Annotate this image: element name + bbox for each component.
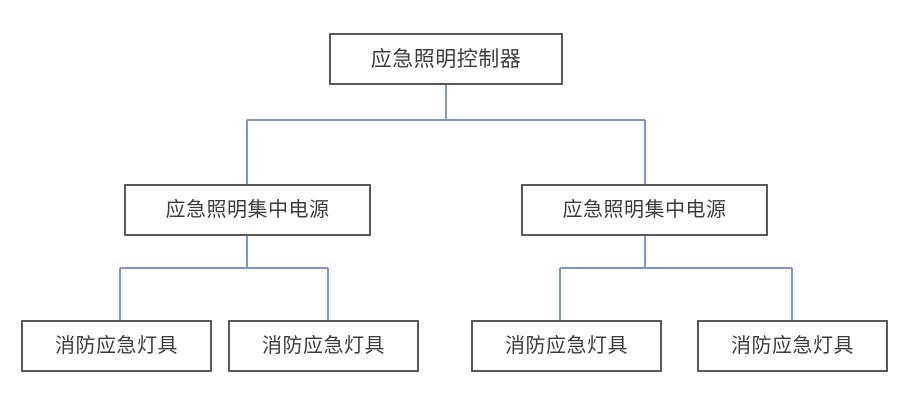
node-fire-emergency-luminaire-1[interactable]: 消防应急灯具 xyxy=(21,320,212,372)
node-emergency-lighting-controller[interactable]: 应急照明控制器 xyxy=(329,33,563,85)
node-fire-emergency-luminaire-2[interactable]: 消防应急灯具 xyxy=(228,320,419,372)
node-centralized-power-supply-left[interactable]: 应急照明集中电源 xyxy=(124,184,371,236)
node-label: 应急照明集中电源 xyxy=(562,199,727,221)
node-fire-emergency-luminaire-4[interactable]: 消防应急灯具 xyxy=(697,320,888,372)
node-label: 应急照明集中电源 xyxy=(165,199,330,221)
node-label: 消防应急灯具 xyxy=(731,335,854,357)
node-label: 消防应急灯具 xyxy=(262,335,385,357)
node-fire-emergency-luminaire-3[interactable]: 消防应急灯具 xyxy=(471,320,662,372)
node-label: 应急照明控制器 xyxy=(370,47,522,71)
node-label: 消防应急灯具 xyxy=(505,335,628,357)
node-centralized-power-supply-right[interactable]: 应急照明集中电源 xyxy=(521,184,768,236)
node-label: 消防应急灯具 xyxy=(55,335,178,357)
